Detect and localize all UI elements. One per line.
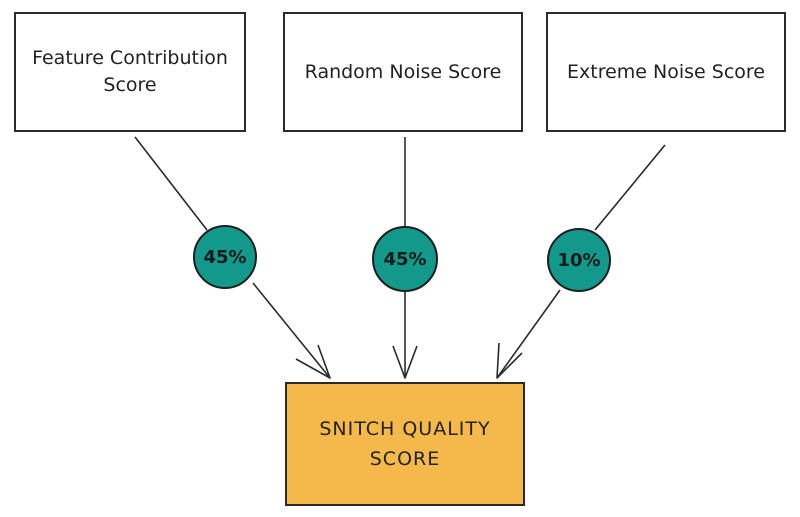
weight-badge-random: 45% (372, 226, 438, 292)
weight-badge-feature: 45% (193, 225, 257, 289)
source-box-random-noise: Random Noise Score (283, 12, 523, 132)
weight-label: 10% (557, 249, 601, 271)
weight-label: 45% (203, 246, 247, 268)
source-box-extreme-noise: Extreme Noise Score (546, 12, 786, 132)
output-box-snitch-quality-score: SNITCH QUALITY SCORE (285, 382, 525, 506)
connector-line-feature (134, 136, 208, 231)
arrowhead-icon (496, 342, 523, 379)
arrow-line-extreme (496, 289, 561, 379)
weight-label: 45% (383, 248, 427, 270)
source-box-label: Feature Contribution Score (32, 47, 228, 96)
source-box-feature-contribution: Feature Contribution Score (14, 12, 246, 132)
arrowhead-icon (295, 344, 331, 379)
arrowhead-icon (392, 345, 418, 379)
output-box-label: SNITCH QUALITY SCORE (319, 418, 491, 470)
weight-badge-extreme: 10% (547, 228, 611, 292)
source-box-label: Extreme Noise Score (567, 60, 765, 83)
source-box-label: Random Noise Score (304, 60, 502, 83)
arrow-line-feature (252, 282, 331, 379)
connector-line-extreme (594, 144, 666, 231)
